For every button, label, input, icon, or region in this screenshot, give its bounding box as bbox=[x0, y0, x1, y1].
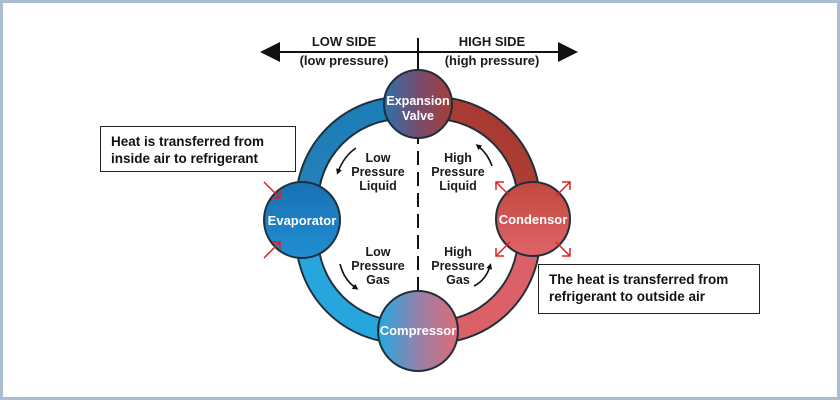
condensor: Condensor bbox=[495, 181, 571, 257]
high-gas-line-1: High bbox=[444, 245, 472, 259]
high-liquid-state: High Pressure Liquid bbox=[431, 151, 485, 193]
condensor-note: The heat is transferred from refrigerant… bbox=[538, 264, 760, 314]
low-liquid-line-3: Liquid bbox=[359, 179, 397, 193]
high-liquid-line-2: Pressure bbox=[431, 165, 485, 179]
high-gas-line-3: Gas bbox=[446, 273, 470, 287]
flow-arrow-low-gas-icon bbox=[339, 263, 359, 290]
low-liquid-line-1: Low bbox=[366, 151, 391, 165]
low-gas-state: Low Pressure Gas bbox=[351, 245, 405, 287]
high-liquid-line-1: High bbox=[444, 151, 472, 165]
low-pressure-label: (low pressure) bbox=[300, 53, 389, 68]
low-gas-line-3: Gas bbox=[366, 273, 390, 287]
evaporator-note: Heat is transferred from inside air to r… bbox=[100, 126, 296, 172]
expansion-valve: Expansion Valve bbox=[383, 69, 453, 139]
expansion-valve-label-2: Valve bbox=[402, 109, 434, 123]
flow-arrow-high-liquid-icon bbox=[475, 144, 493, 167]
flow-arrows bbox=[336, 144, 493, 290]
low-liquid-state: Low Pressure Liquid bbox=[351, 151, 405, 193]
left-arrowhead-icon bbox=[260, 42, 280, 62]
evaporator: Evaporator bbox=[263, 181, 341, 259]
compressor: Compressor bbox=[377, 290, 459, 372]
high-liquid-line-3: Liquid bbox=[439, 179, 477, 193]
low-side-label: LOW SIDE bbox=[312, 34, 377, 49]
high-gas-line-2: Pressure bbox=[431, 259, 485, 273]
low-gas-line-1: Low bbox=[366, 245, 391, 259]
evaporator-heat-arrows-icon bbox=[263, 181, 281, 259]
high-gas-state: High Pressure Gas bbox=[431, 245, 485, 287]
condensor-label: Condensor bbox=[499, 212, 568, 227]
flow-arrow-low-liquid-icon bbox=[336, 147, 357, 175]
right-arrowhead-icon bbox=[558, 42, 578, 62]
low-liquid-line-2: Pressure bbox=[351, 165, 405, 179]
evaporator-label: Evaporator bbox=[268, 213, 337, 228]
condensor-heat-arrows-icon bbox=[495, 181, 571, 257]
high-side-label: HIGH SIDE bbox=[459, 34, 526, 49]
low-gas-line-2: Pressure bbox=[351, 259, 405, 273]
high-pressure-label: (high pressure) bbox=[445, 53, 540, 68]
flow-arrow-high-gas-icon bbox=[473, 263, 493, 287]
expansion-valve-label-1: Expansion bbox=[386, 94, 449, 108]
compressor-label: Compressor bbox=[380, 323, 457, 338]
